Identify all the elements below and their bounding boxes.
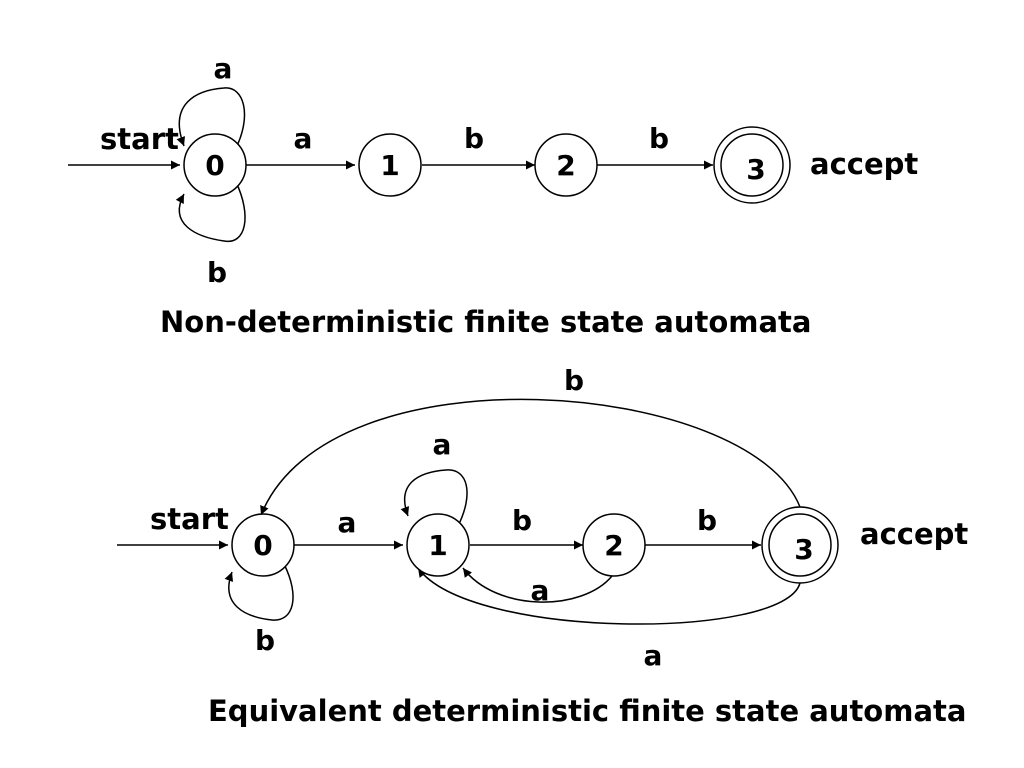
dfa-loop-bottom-0-label: b (255, 624, 275, 657)
nfa-loop-top-0-label: a (214, 52, 233, 85)
dfa-edge-3-1 (417, 567, 801, 625)
dfa-state-2-label: 2 (604, 529, 623, 562)
dfa-state-1-label: 1 (428, 529, 447, 562)
nfa-state-2 (534, 133, 598, 197)
dfa-loop-bottom-0 (224, 563, 294, 621)
dfa-start-label: start (150, 502, 229, 536)
nfa-state-0-label: 0 (205, 149, 224, 182)
nfa-start-label: start (100, 122, 179, 156)
dfa-state-1 (406, 513, 470, 577)
dfa-edge-2-1-label: a (531, 574, 550, 607)
nfa-accept-label: accept (810, 147, 918, 181)
dfa-caption: Equivalent deterministic finite state au… (208, 694, 966, 728)
nfa-caption: Non-deterministic finite state automata (160, 305, 811, 339)
nfa-state-3-inner (720, 133, 784, 197)
nfa-state-2-label: 2 (556, 149, 575, 182)
dfa-loop-top-1 (400, 469, 468, 527)
nfa-loop-bottom-0-label: b (207, 256, 227, 289)
nfa-loop-top-0 (176, 87, 246, 149)
dfa-state-0-label: 0 (253, 529, 272, 562)
dfa-edge-2-1 (462, 567, 613, 603)
dfa-edge-3-1-label: a (644, 639, 663, 672)
dfa-diagram: 0 1 2 3 start b a a b b a a b accept Equ… (117, 364, 968, 728)
dfa-state-0 (231, 513, 295, 577)
nfa-diagram: 0 1 2 3 start a b a b b accept Non-deter… (68, 52, 918, 339)
dfa-state-3-inner (768, 513, 832, 577)
nfa-state-1-label: 1 (380, 149, 399, 182)
dfa-accept-label: accept (860, 517, 968, 551)
nfa-edge-1-2-label: b (464, 122, 484, 155)
nfa-edge-2-3-label: b (649, 122, 669, 155)
dfa-edge-3-0 (260, 398, 801, 516)
nfa-edge-0-1-label: a (294, 122, 313, 155)
nfa-state-3-label: 3 (746, 153, 765, 186)
dfa-edge-3-0-label: b (564, 364, 584, 397)
nfa-loop-bottom-0 (175, 181, 246, 242)
dfa-loop-top-1-label: a (433, 428, 452, 461)
nfa-state-1 (358, 133, 422, 197)
dfa-edge-1-2-label: b (512, 504, 532, 537)
dfa-state-3-label: 3 (794, 533, 813, 566)
nfa-state-0 (183, 133, 247, 197)
dfa-edge-2-3-label: b (697, 504, 717, 537)
dfa-edge-0-1-label: a (338, 506, 357, 539)
dfa-state-2 (582, 513, 646, 577)
